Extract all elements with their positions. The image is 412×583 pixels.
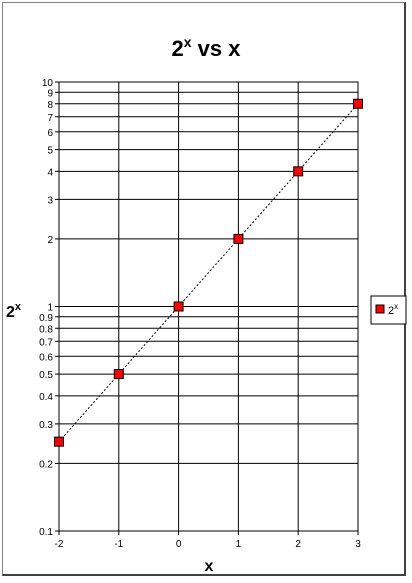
data-point [353,98,363,109]
x-tick-label: 1 [236,539,242,550]
y-tick-label: 0.3 [39,420,53,431]
chart-title: 2x vs x [172,34,242,61]
y-tick-label: 7 [47,113,53,124]
plot-area: 0.10.20.30.40.50.60.70.80.912345678910-2… [39,78,363,550]
y-axis-label-base: 2 [6,304,15,321]
y-tick-label: 6 [47,128,53,139]
legend-label-sup: x [394,302,398,311]
y-tick-label: 0.6 [39,352,53,363]
legend-label: 2x [388,302,398,317]
y-tick-label: 0.2 [39,459,53,470]
series-line [58,103,359,443]
legend: 2x [370,295,407,325]
y-tick-label: 4 [47,167,53,178]
legend-label-base: 2 [388,305,394,317]
y-tick-label: 0.8 [39,324,53,335]
data-point [113,369,124,380]
x-tick-label: 3 [355,539,361,550]
chart-title-sup: x [184,34,192,50]
y-tick-label: 9 [47,88,53,99]
y-tick-label: 0.4 [39,392,53,403]
x-tick-label: 2 [295,539,301,550]
y-tick-label: 1 [47,303,53,314]
x-tick-label: 0 [176,539,182,550]
plot-border [58,81,359,532]
x-tick-label: -2 [55,539,64,550]
y-tick-label: 0.5 [39,370,53,381]
y-tick-label: 0.1 [39,527,53,538]
y-tick-label: 8 [47,100,53,111]
y-axis-label-sup: x [15,301,22,313]
y-tick-label: 5 [47,146,53,157]
y-tick-label: 0.7 [39,337,53,348]
chart-title-base: 2 [172,36,184,61]
data-point [293,166,304,177]
x-axis-label: x [205,558,214,575]
chart-title-rest: vs x [192,36,242,61]
y-tick-label: 3 [47,195,53,206]
y-tick-label: 10 [42,78,54,89]
y-tick-label: 2 [47,235,53,246]
x-tick-label: -1 [114,539,123,550]
data-point [173,301,184,312]
legend-marker [375,304,385,314]
data-point [54,436,64,447]
data-point [233,233,244,244]
y-tick-label: 0.9 [39,313,53,324]
y-axis-label: 2x [6,301,22,321]
